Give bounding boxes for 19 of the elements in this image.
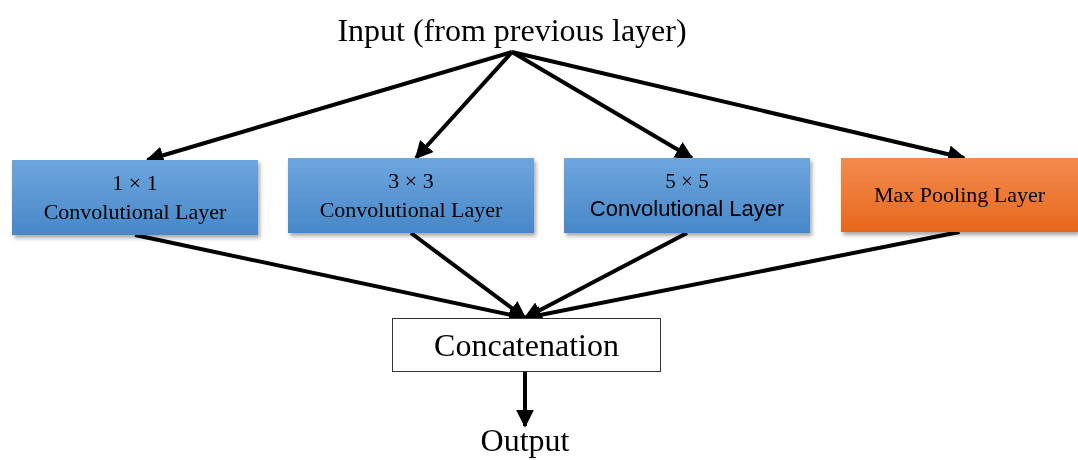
layer-name-label: Max Pooling Layer [873, 182, 1046, 208]
input-label: Input (from previous layer) [336, 11, 688, 50]
convolution-box [564, 158, 810, 233]
kernel-size-label: 3 × 3 [388, 166, 434, 195]
convolution-box [288, 158, 534, 233]
layer-name-label: Convolutional Layer [43, 197, 227, 226]
output-label: Output [479, 421, 571, 460]
arrow [511, 50, 694, 160]
arrow [414, 50, 514, 160]
layer-name-label: Concatenation [434, 326, 619, 364]
concatenation-box [392, 318, 661, 372]
arrow [523, 231, 688, 320]
kernel-size-label: 1 × 1 [112, 168, 158, 197]
kernel-size-label: 5 × 5 [665, 167, 709, 195]
layer-name-label: Convolutional Layer [589, 194, 785, 223]
pooling-box [841, 158, 1078, 232]
convolution-box [12, 160, 258, 235]
arrow [516, 372, 534, 428]
layer-name-label: Convolutional Layer [319, 195, 503, 224]
